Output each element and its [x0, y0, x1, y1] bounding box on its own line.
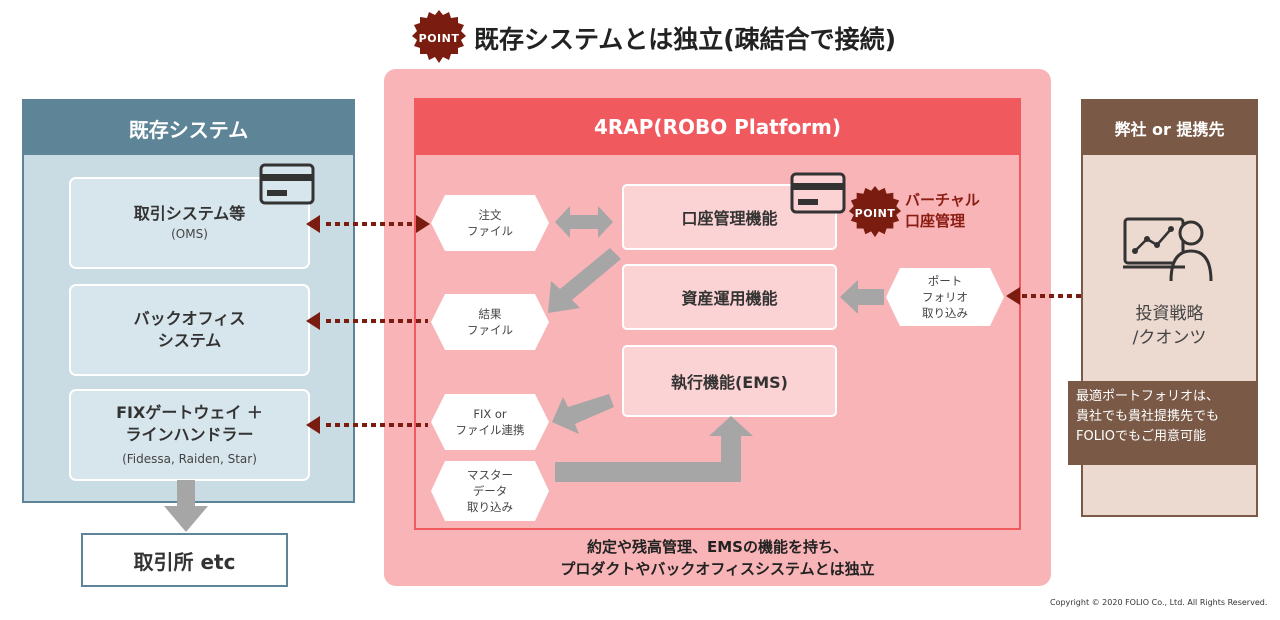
- execution-box: 執行機能(EMS): [622, 345, 837, 417]
- master-data-tag: マスター データ 取り込み: [431, 461, 549, 521]
- result-file-line-1: 結果: [478, 307, 502, 321]
- double-arrow-icon: [555, 206, 613, 238]
- virtual-account-label: バーチャル 口座管理: [905, 190, 1015, 232]
- asset-management-box: 資産運用機能: [622, 264, 837, 330]
- arrowhead-left-icon: [306, 312, 320, 330]
- fix-gateway-sublabel: (Fidessa, Raiden, Star): [122, 452, 257, 466]
- platform-note: 約定や残高管理、EMSの機能を持ち、 プロダクトやバックオフィスシステムとは独立: [414, 533, 1021, 583]
- callout-line-3: FOLIOでもご用意可能: [1076, 429, 1207, 444]
- left-arrow-icon: [840, 280, 884, 314]
- seal-badge-icon: [848, 185, 902, 238]
- order-file-tag: 注文 ファイル: [431, 195, 549, 251]
- back-office-label-2: システム: [157, 331, 222, 350]
- diagonal-arrow-icon: [552, 394, 614, 434]
- fix-file-tag: FIX or ファイル連携: [431, 394, 549, 450]
- virtual-point-seal: POINT: [847, 185, 903, 241]
- portfolio-import-tag: ポート フォリオ 取り込み: [886, 268, 1004, 326]
- order-file-line-1: 注文: [478, 208, 502, 222]
- seal-badge-icon: [412, 10, 466, 63]
- portfolio-callout: 最適ポートフォリオは、 貴社でも貴社提携先でも FOLIOでもご用意可能: [1068, 381, 1258, 465]
- point-seal-text: POINT: [418, 31, 460, 45]
- callout-line-1: 最適ポートフォリオは、: [1076, 389, 1220, 404]
- headline: POINT 既存システムとは独立(疎結合で接続): [410, 10, 896, 66]
- diagonal-arrow-icon: [548, 248, 621, 313]
- portfolio-import-line-1: ポート: [927, 274, 963, 288]
- result-file-line-2: ファイル: [467, 323, 513, 337]
- credit-card-icon: [790, 172, 846, 214]
- point-seal: POINT: [410, 9, 468, 67]
- master-data-line-2: データ: [472, 484, 508, 498]
- portfolio-import-line-2: フォリオ: [922, 290, 968, 304]
- strategy-label: 投資戦略 /クオンツ: [1083, 301, 1256, 351]
- result-file-tag: 結果 ファイル: [431, 294, 549, 350]
- down-arrow-icon: [164, 480, 208, 532]
- trading-system-sublabel: (OMS): [171, 227, 208, 241]
- exchange-box: 取引所 etc: [81, 533, 288, 587]
- existing-system-title: 既存システム: [24, 101, 353, 155]
- fix-gateway-label-1: FIXゲートウェイ ＋: [116, 403, 263, 422]
- partner-title: 弊社 or 提携先: [1083, 101, 1256, 155]
- arrowhead-left-icon: [306, 215, 320, 233]
- credit-card-icon: [259, 163, 315, 205]
- platform-note-line-2: プロダクトやバックオフィスシステムとは独立: [560, 560, 875, 578]
- back-office-box: バックオフィス システム: [69, 284, 310, 376]
- master-data-line-1: マスター: [467, 468, 513, 482]
- fix-gateway-label-2: ラインハンドラー: [125, 425, 254, 444]
- callout-line-2: 貴社でも貴社提携先でも: [1076, 409, 1220, 424]
- back-office-label-1: バックオフィス: [133, 309, 246, 328]
- arrowhead-left-icon: [306, 416, 320, 434]
- platform-note-line-1: 約定や残高管理、EMSの機能を持ち、: [587, 538, 848, 556]
- strategy-line-2: /クオンツ: [1132, 328, 1207, 348]
- arrowhead-right-icon: [416, 215, 430, 233]
- virtual-account-line-1: バーチャル: [905, 191, 980, 209]
- elbow-arrow-icon: [555, 416, 753, 482]
- fix-gateway-box: FIXゲートウェイ ＋ ラインハンドラー (Fidessa, Raiden, S…: [69, 389, 310, 481]
- fix-file-line-1: FIX or: [473, 407, 507, 421]
- headline-text: 既存システムとは独立(疎結合で接続): [474, 25, 897, 54]
- master-data-line-3: 取り込み: [467, 500, 513, 514]
- robo-platform-title: 4RAP(ROBO Platform): [414, 98, 1021, 155]
- account-management-box: 口座管理機能: [622, 184, 837, 250]
- analyst-chart-icon: [1123, 217, 1213, 282]
- arrowhead-left-icon: [1006, 287, 1020, 305]
- virtual-point-seal-text: POINT: [854, 206, 896, 220]
- strategy-line-1: 投資戦略: [1135, 304, 1204, 324]
- order-file-line-2: ファイル: [467, 224, 513, 238]
- copyright: Copyright © 2020 FOLIO Co., Ltd. All Rig…: [1050, 598, 1268, 607]
- portfolio-import-line-3: 取り込み: [922, 306, 968, 320]
- trading-system-label: 取引システム等: [133, 204, 246, 223]
- virtual-account-line-2: 口座管理: [905, 212, 966, 230]
- fix-file-line-2: ファイル連携: [455, 423, 525, 437]
